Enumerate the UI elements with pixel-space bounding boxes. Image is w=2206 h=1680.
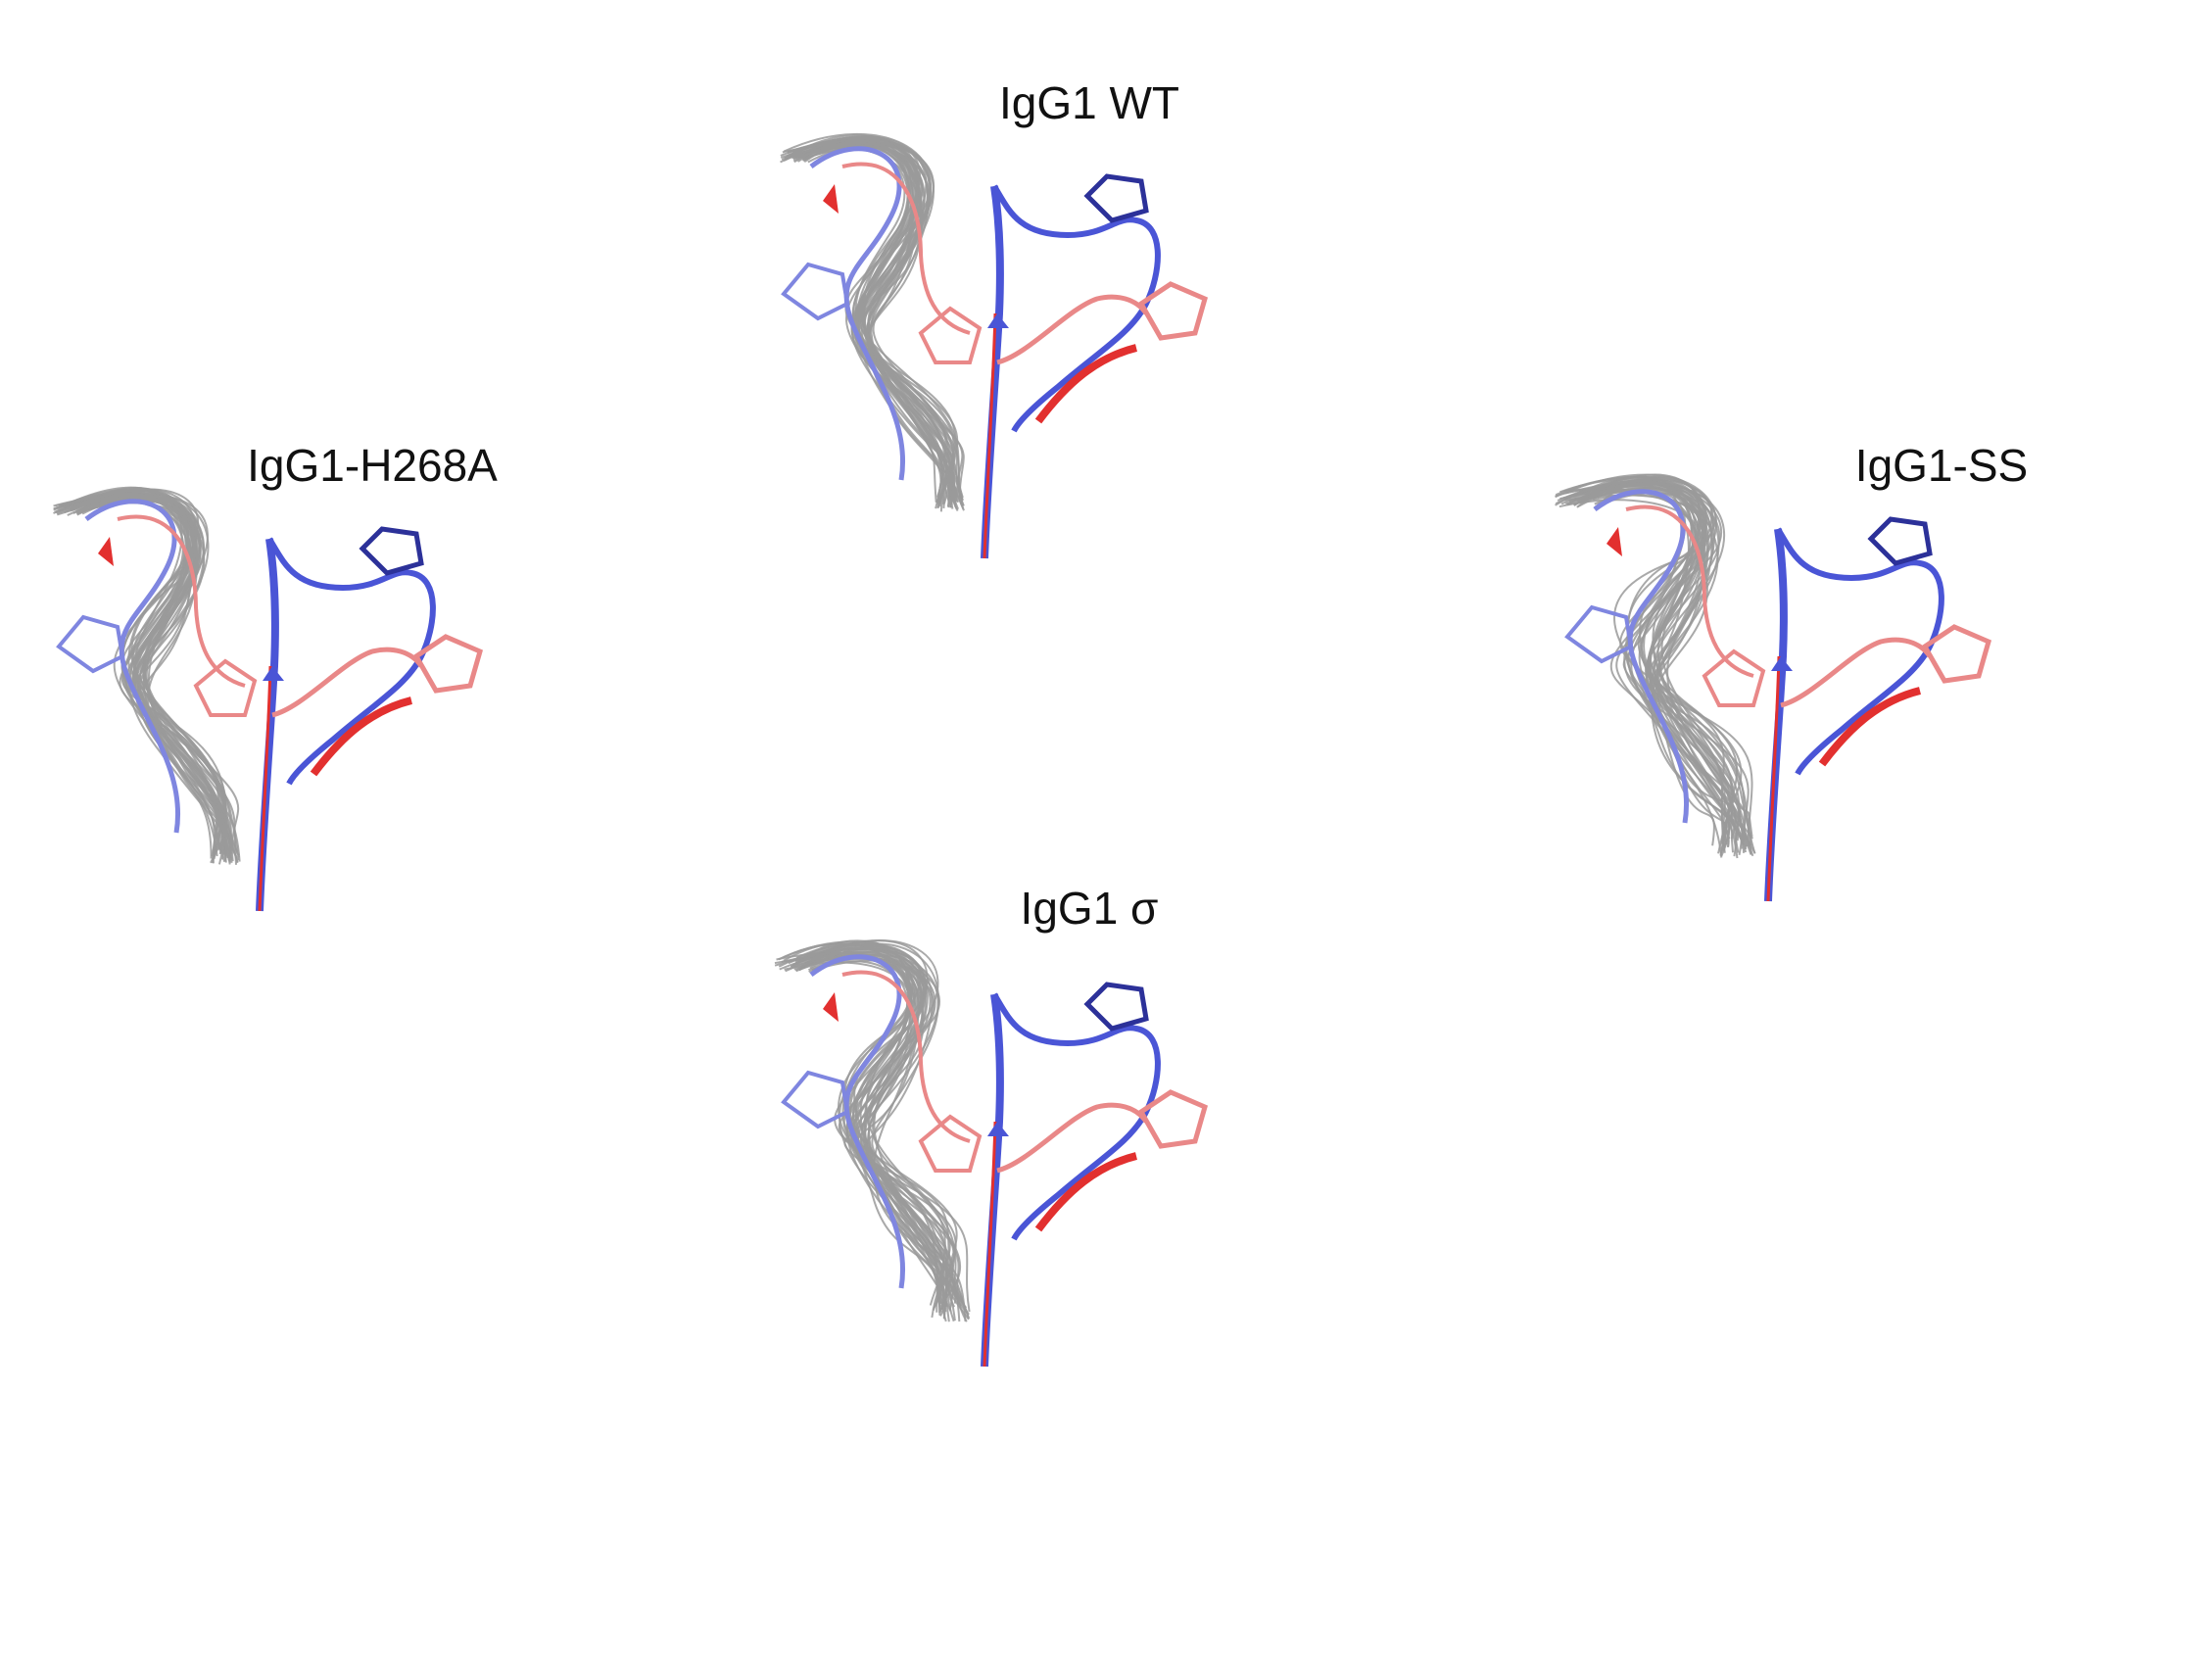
sugar-ring-pink-left	[918, 306, 983, 364]
beta-strand-arrowhead	[987, 1122, 1009, 1136]
sugar-ring-pink-left	[193, 658, 258, 717]
panel-label-igg1-wt: IgG1 WT	[998, 77, 1180, 128]
glycan-red-tip	[98, 537, 114, 566]
ensemble-trace	[1579, 473, 1748, 847]
figure-canvas: IgG1 WT IgG1-H268A IgG1 σ IgG1-SS	[49, 77, 2206, 1368]
structure-igg1-h268a	[53, 486, 484, 912]
beta-strand-red	[1766, 655, 1781, 902]
beta-strand-arrowhead	[987, 313, 1009, 328]
ensemble-trace	[795, 950, 970, 1316]
ensemble-trace	[67, 495, 228, 864]
beta-strand-red	[258, 665, 272, 912]
beta-strand-red-lower	[310, 696, 412, 777]
beta-strand-arrowhead	[1771, 656, 1793, 671]
proline-ring-blue	[1083, 982, 1149, 1032]
sugar-ring-blue	[1564, 604, 1634, 664]
glycan-backbone-blue	[84, 499, 180, 834]
ensemble-trace	[783, 940, 948, 1308]
ensemble-traces	[1555, 473, 1756, 859]
proline-ring-pink	[412, 634, 484, 694]
panel-igg1-wt	[774, 127, 1518, 872]
proline-ring-pink	[1921, 624, 1992, 684]
glycan-red-tip	[1607, 527, 1622, 556]
loop-pink	[996, 294, 1149, 365]
beta-strand-red	[983, 312, 997, 559]
panel-label-igg1-ss: IgG1-SS	[1854, 440, 2029, 491]
panel-igg1-ss	[1555, 470, 2206, 1215]
panel-igg1-sigma	[774, 936, 1518, 1680]
sugar-ring-pink-left	[918, 1114, 983, 1173]
glycan-red-tip	[823, 184, 839, 214]
sugar-ring-blue	[781, 1070, 850, 1129]
proline-ring-blue	[359, 526, 424, 576]
ensemble-trace	[781, 136, 956, 505]
beta-strand-red-lower	[1818, 687, 1921, 767]
panel-label-igg1-h268a: IgG1-H268A	[247, 440, 498, 491]
ensemble-trace	[796, 144, 955, 507]
glycan-backbone-blue	[1593, 489, 1689, 824]
beta-strand-red	[983, 1121, 997, 1368]
beta-strand-red-lower	[1034, 1152, 1137, 1232]
ensemble-trace	[802, 139, 958, 510]
ensemble-trace	[1566, 489, 1752, 855]
glycan-red-tip	[823, 992, 839, 1022]
panel-label-igg1-sigma: IgG1 σ	[1020, 883, 1159, 934]
proline-ring-pink	[1137, 281, 1209, 341]
structure-igg1-sigma	[774, 939, 1209, 1368]
loop-blue	[991, 992, 1161, 1241]
ensemble-trace	[58, 494, 239, 863]
ensemble-trace	[1577, 475, 1751, 847]
structure-igg1-wt	[780, 132, 1209, 559]
ensemble-trace	[794, 942, 945, 1314]
ensemble-traces	[53, 486, 241, 865]
beta-strand-arrowhead	[263, 666, 284, 681]
loop-blue	[991, 184, 1161, 433]
ensemble-trace	[781, 953, 969, 1315]
loop-pink	[996, 1102, 1149, 1174]
ensemble-trace	[1555, 480, 1750, 853]
proline-ring-blue	[1867, 516, 1933, 566]
loop-pink	[1780, 637, 1933, 708]
glycan-backbone-blue	[809, 954, 905, 1289]
glycan-backbone-blue	[809, 146, 905, 481]
ensemble-trace	[1555, 475, 1728, 845]
loop-blue	[1775, 527, 1944, 776]
loop-pink	[271, 647, 424, 718]
beta-strand-red-lower	[1034, 344, 1137, 424]
panel-igg1-h268a	[49, 480, 793, 1224]
ensemble-trace	[788, 946, 953, 1319]
ensemble-trace	[787, 138, 965, 509]
loop-blue	[266, 537, 436, 786]
sugar-ring-pink-left	[1702, 648, 1766, 707]
ensemble-trace	[785, 950, 970, 1320]
proline-ring-pink	[1137, 1089, 1209, 1149]
ensemble-trace	[793, 136, 965, 499]
sugar-ring-blue	[781, 262, 850, 321]
proline-ring-blue	[1083, 173, 1149, 223]
ensemble-traces	[780, 132, 965, 512]
ensemble-traces	[774, 939, 971, 1322]
sugar-ring-blue	[56, 614, 125, 674]
structure-igg1-ss	[1555, 473, 1992, 902]
